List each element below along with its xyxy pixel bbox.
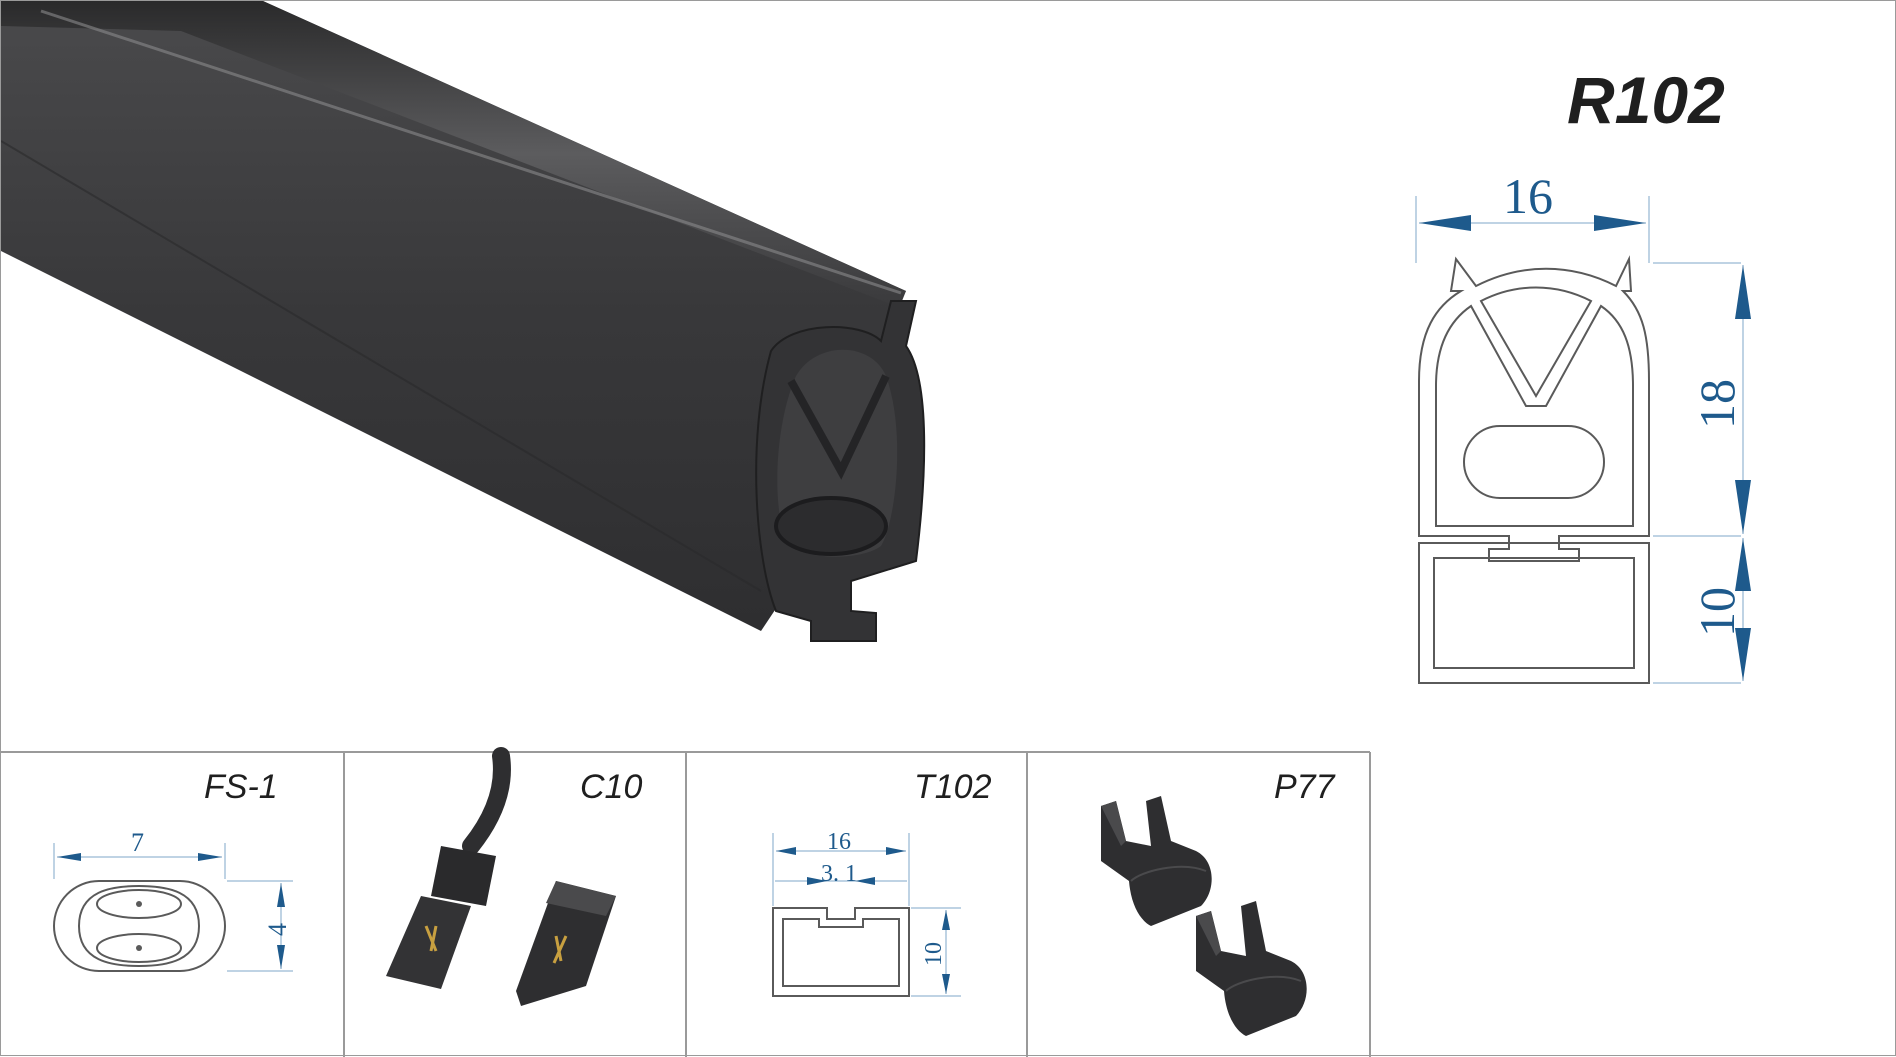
panel-p77-title: P77 — [1274, 768, 1336, 806]
accessory-panels: FS-1 7 4 C10 — [1, 747, 1371, 1057]
upper-height-dimension-label: 18 — [1689, 379, 1745, 429]
lower-height-dimension-label: 10 — [1689, 587, 1745, 637]
seal-profile-3d-render — [1, 1, 926, 642]
panel-p77: P77 — [1101, 768, 1336, 1036]
product-code-title: R102 — [1567, 63, 1725, 137]
t102-width-label: 16 — [827, 829, 851, 855]
fs-1-width-label: 7 — [131, 828, 144, 857]
t102-height-label: 10 — [921, 942, 947, 966]
panel-fs-1-title: FS-1 — [204, 768, 278, 806]
panel-c10: C10 — [386, 747, 642, 1006]
width-dimension-label: 16 — [1503, 168, 1553, 224]
r102-technical-drawing: 16 18 10 — [1415, 168, 1751, 684]
fs-1-height-label: 4 — [263, 923, 292, 936]
panel-c10-title: C10 — [580, 768, 642, 806]
panel-t102: T102 16 3. 1 10 — [772, 768, 992, 997]
panel-fs-1: FS-1 7 4 — [53, 768, 293, 972]
t102-slot-label: 3. 1 — [821, 861, 857, 887]
panel-t102-title: T102 — [914, 768, 992, 806]
